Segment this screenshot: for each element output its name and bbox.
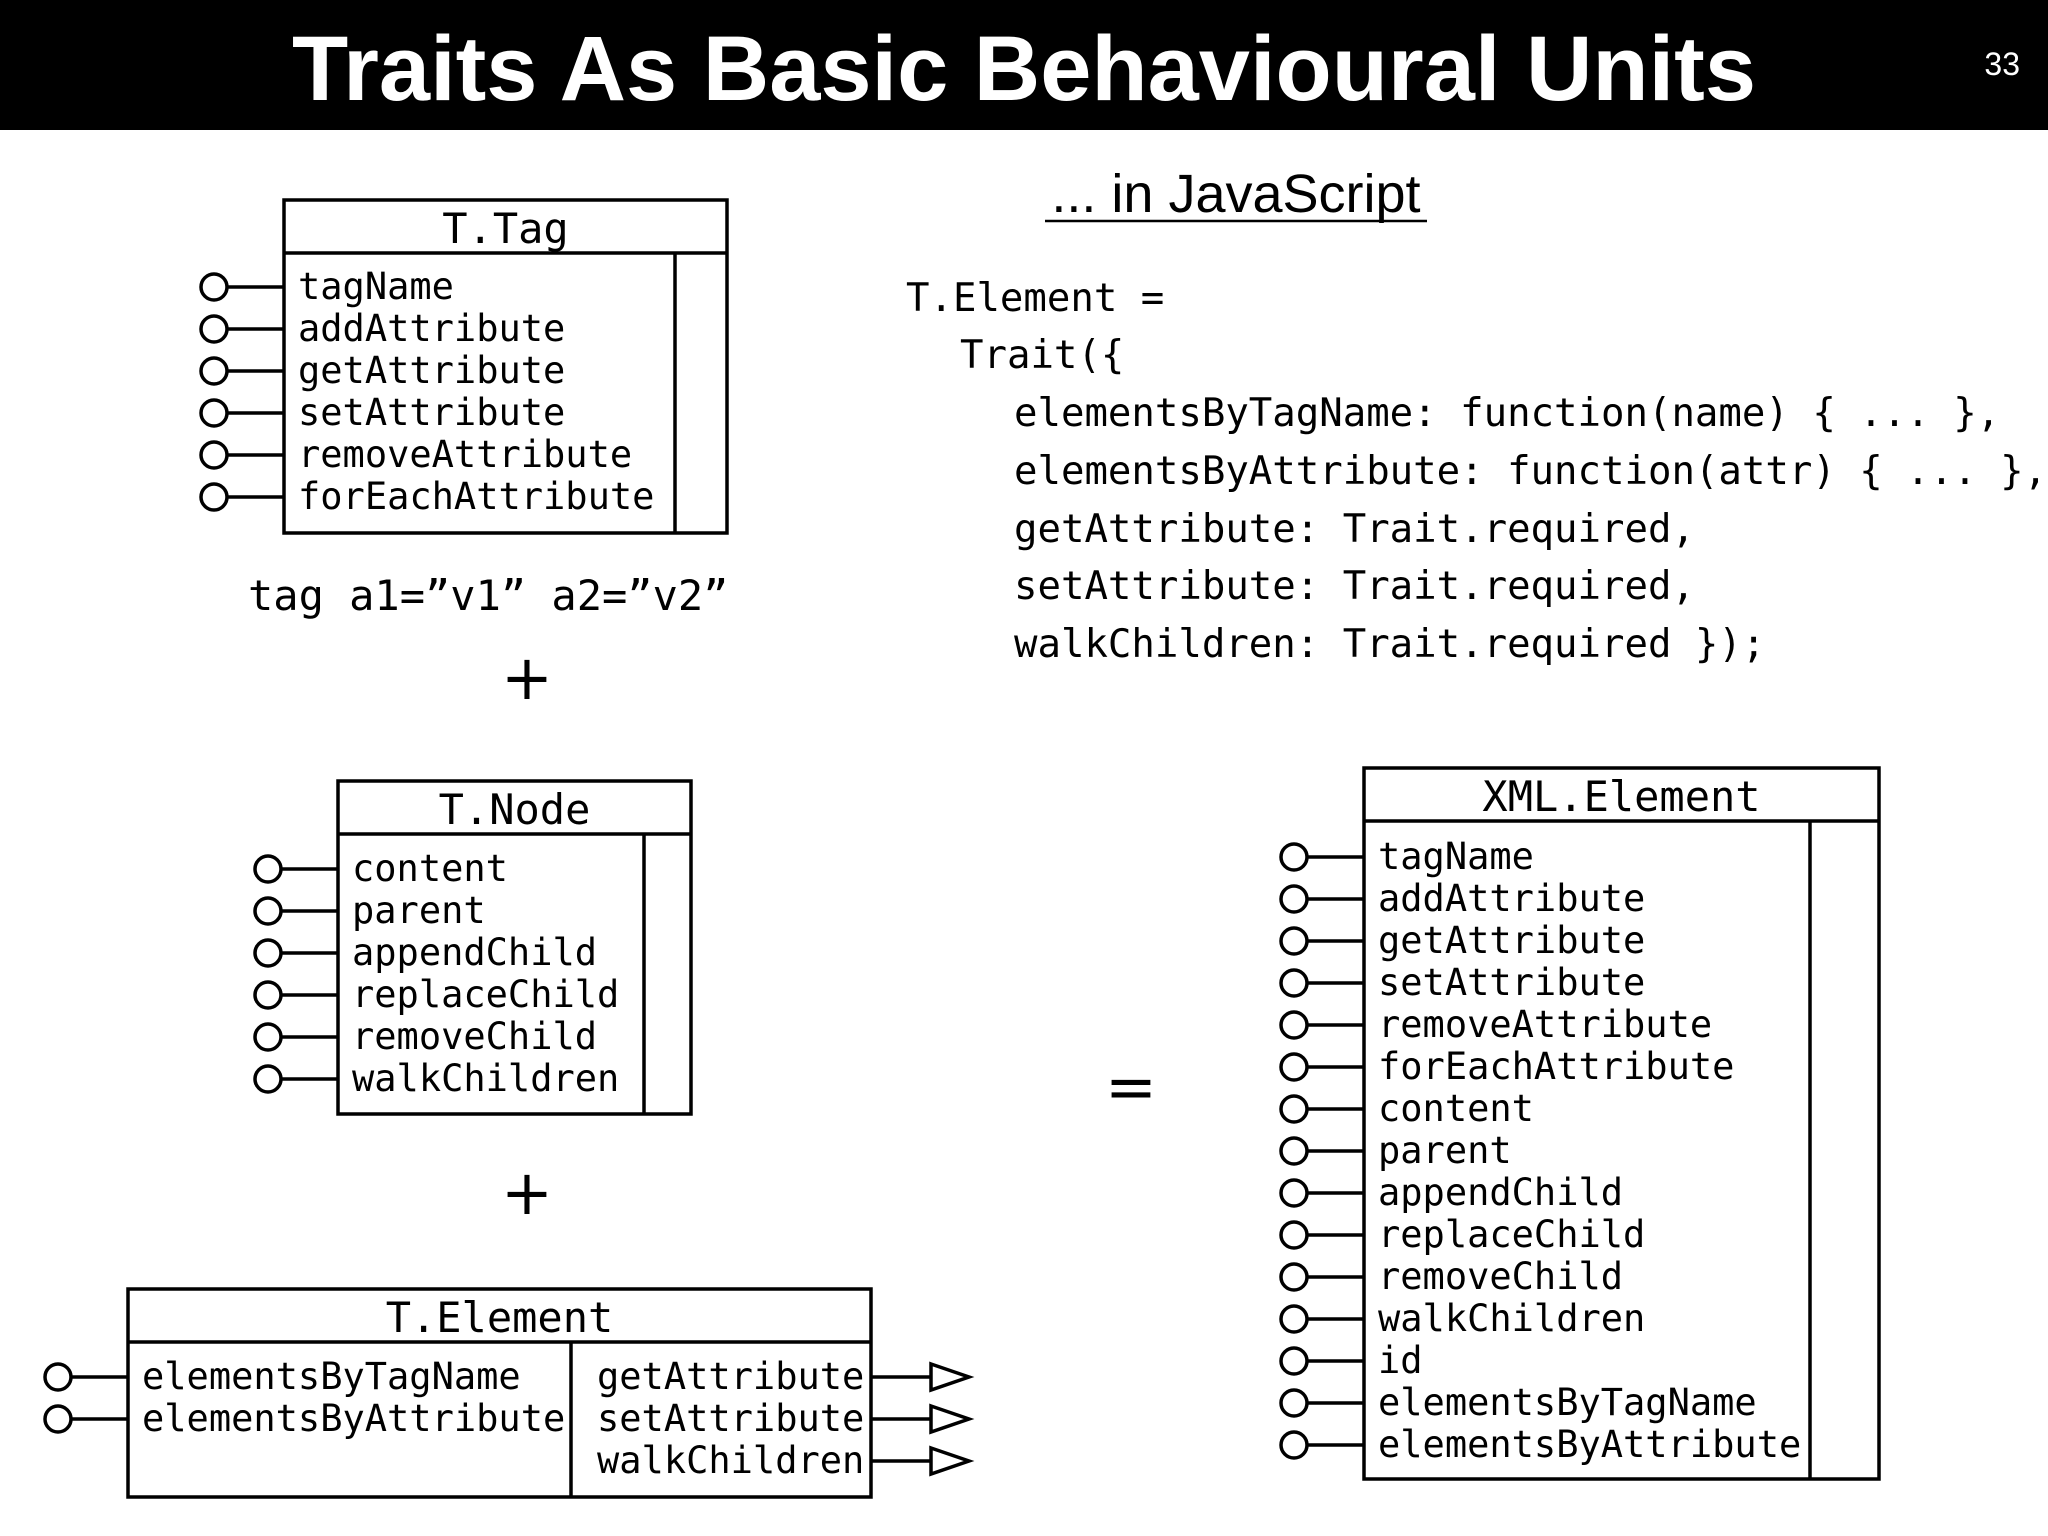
trait-name: T.Element [386,1293,614,1342]
provided-method: forEachAttribute [1378,1045,1734,1088]
provided-port-icon [1279,1388,1309,1418]
provided-port-icon [1279,1136,1309,1166]
provided-method: removeAttribute [1378,1003,1712,1046]
provided-method: elementsByAttribute [142,1397,565,1440]
provided-method: content [352,847,508,890]
provided-port-icon [1279,1178,1309,1208]
provided-port-icon [253,1022,283,1052]
required-method: setAttribute [597,1397,864,1440]
code-line: walkChildren: Trait.required }); [1014,622,1765,667]
provided-method: removeAttribute [298,433,632,476]
provided-port-icon [199,356,229,386]
provided-port-icon [1279,1220,1309,1250]
provided-method: removeChild [1378,1255,1623,1298]
provided-port-icon [1279,1094,1309,1124]
trait-box-tag: T.Tag tagNameaddAttributegetAttributesetA… [199,198,729,535]
provided-port-icon [1279,1052,1309,1082]
plus-operator: + [501,641,553,714]
provided-method: tagName [298,265,454,308]
provided-port-icon [1279,1010,1309,1040]
provided-method: forEachAttribute [298,475,654,518]
provided-port-icon [253,938,283,968]
tag-example: tag a1=”v1” a2=”v2” [248,571,728,620]
provided-method: walkChildren [1378,1297,1645,1340]
plus-operator: + [501,1156,553,1229]
provided-method: removeChild [352,1015,597,1058]
provided-port-icon [199,272,229,302]
code-line: Trait({ [960,333,1124,378]
slide-title: Traits As Basic Behavioural Units [291,18,1756,120]
required-arrow-icon [929,1445,975,1477]
provided-port-icon [43,1404,73,1434]
trait-name: XML.Element [1482,772,1760,821]
trait-box-xml: XML.Element tagNameaddAttributegetAttribu… [1279,766,1881,1481]
provided-port-icon [199,314,229,344]
trait-box-frame [1362,766,1881,1481]
required-method: walkChildren [597,1439,864,1482]
provided-port-icon [1279,926,1309,956]
trait-box-frame [336,779,693,1116]
provided-method: getAttribute [298,349,565,392]
provided-method: appendChild [1378,1171,1623,1214]
code-line: elementsByAttribute: function(attr) { ..… [1014,449,2047,494]
provided-port-icon [1279,1304,1309,1334]
provided-method: addAttribute [298,307,565,350]
page-number: 33 [1984,46,2020,82]
title-bar: Traits As Basic Behavioural Units 33 [0,0,2048,130]
provided-method: tagName [1378,835,1534,878]
provided-port-icon [199,482,229,512]
provided-port-icon [253,896,283,926]
provided-method: id [1378,1339,1423,1382]
trait-name: T.Tag [442,204,568,253]
provided-method: elementsByTagName [142,1355,521,1398]
provided-method: walkChildren [352,1057,619,1100]
provided-method: parent [1378,1129,1512,1172]
trait-box-frame [282,198,729,535]
provided-method: parent [352,889,486,932]
provided-port-icon [1279,884,1309,914]
provided-method: replaceChild [352,973,619,1016]
provided-port-icon [253,1064,283,1094]
trait-boxes: T.TagtagNameaddAttributegetAttributesetA… [43,198,1881,1499]
code-block: T.Element = Trait({ elementsByTagName: f… [906,276,2047,667]
provided-method: replaceChild [1378,1213,1645,1256]
provided-method: getAttribute [1378,919,1645,962]
provided-port-icon [199,440,229,470]
code-line: elementsByTagName: function(name) { ... … [1014,391,2000,436]
code-line: T.Element = [906,276,1164,321]
required-arrow-icon [929,1361,975,1393]
provided-method: elementsByAttribute [1378,1423,1801,1466]
trait-box-node: T.Node contentparentappendChildreplaceChi… [253,779,693,1116]
trait-box-frame [126,1287,873,1499]
provided-method: setAttribute [298,391,565,434]
provided-port-icon [253,980,283,1010]
provided-port-icon [1279,1430,1309,1460]
code-line: setAttribute: Trait.required, [1014,564,1695,609]
provided-port-icon [43,1362,73,1392]
provided-port-icon [1279,1346,1309,1376]
js-heading: ... in JavaScript [1051,164,1420,224]
provided-method: elementsByTagName [1378,1381,1757,1424]
required-method: getAttribute [597,1355,864,1398]
provided-method: addAttribute [1378,877,1645,920]
provided-port-icon [1279,968,1309,998]
provided-port-icon [1279,1262,1309,1292]
required-arrow-icon [929,1403,975,1435]
provided-port-icon [1279,842,1309,872]
provided-port-icon [199,398,229,428]
trait-name: T.Node [439,785,591,834]
code-line: getAttribute: Trait.required, [1014,507,1695,552]
trait-box-element: T.Element elementsByTagNameelementsByAttr… [43,1287,975,1499]
provided-method: setAttribute [1378,961,1645,1004]
equals-operator: = [1105,1050,1157,1123]
provided-port-icon [253,854,283,884]
provided-method: content [1378,1087,1534,1130]
provided-method: appendChild [352,931,597,974]
